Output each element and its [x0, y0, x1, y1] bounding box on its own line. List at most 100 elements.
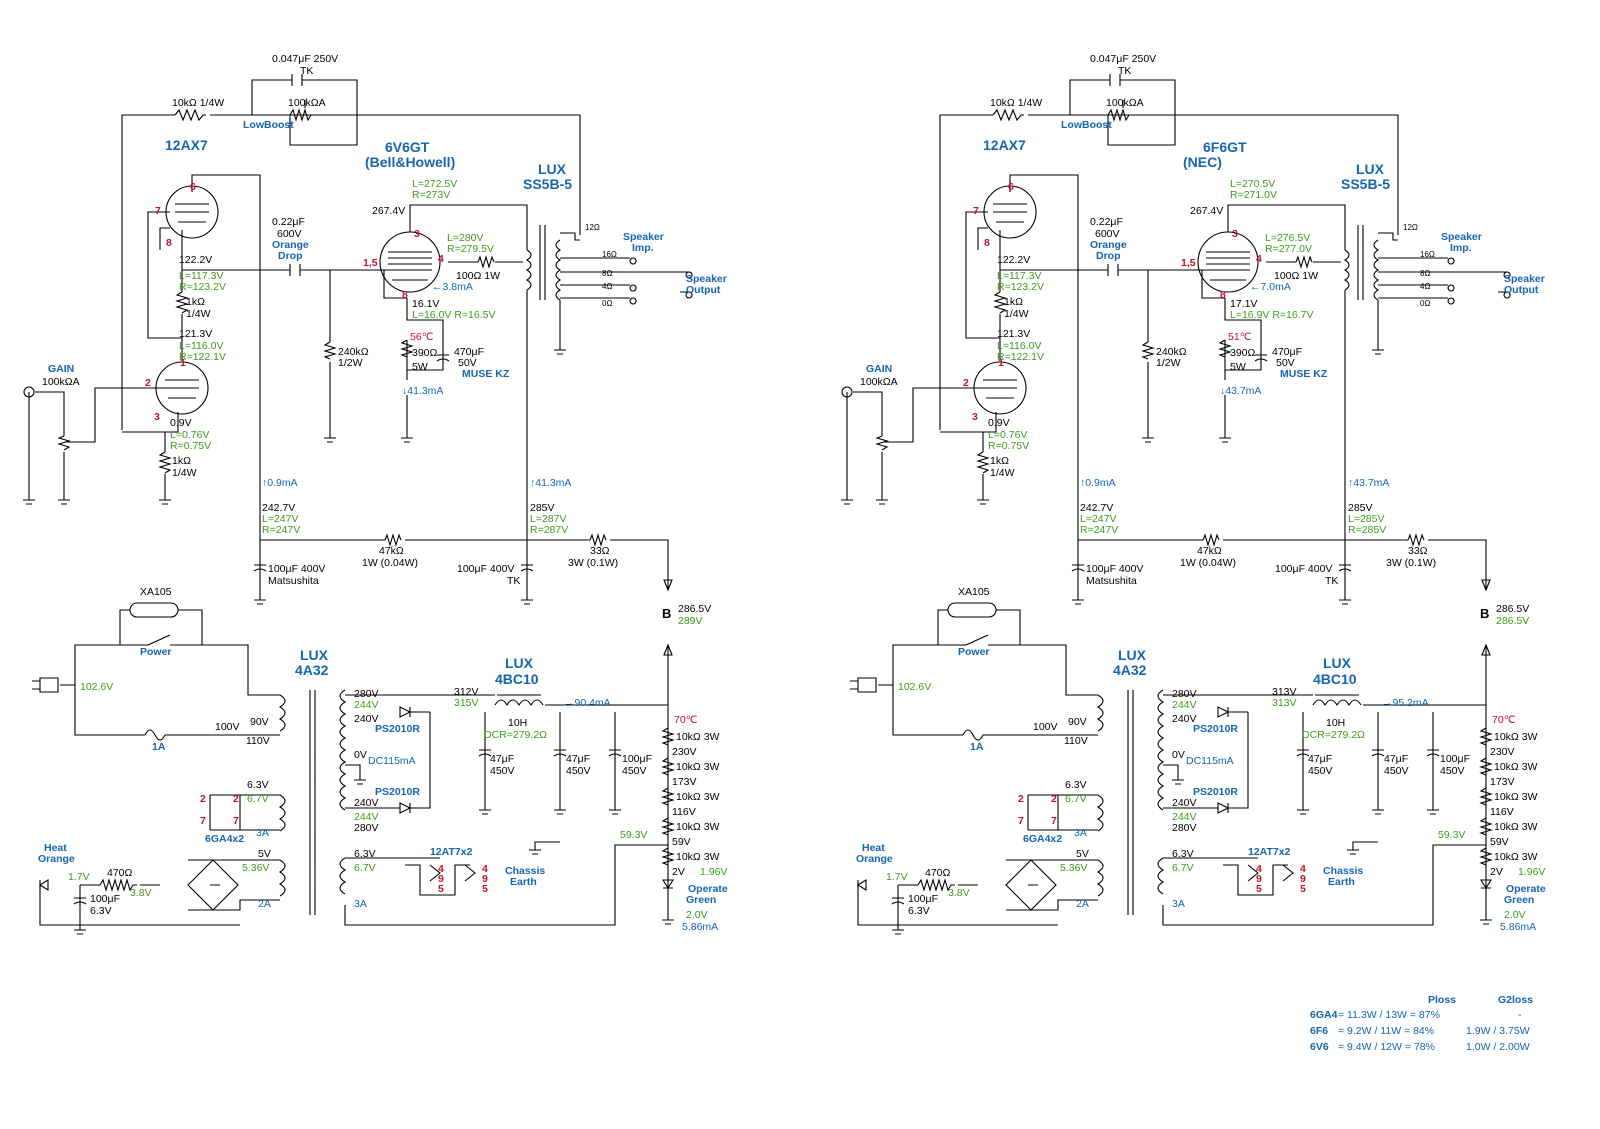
- filter-cap-e: [608, 749, 622, 757]
- preamp-tube-label: 12AX7: [165, 137, 208, 153]
- loss-row-tube-1: 6F6: [1310, 1025, 1328, 1037]
- cap-100b-brand: TK: [507, 575, 520, 587]
- choke-model: 4BC10: [1313, 671, 1357, 687]
- bleeder-tap-116: 116V: [672, 806, 696, 818]
- schematic-right: 0.047μF 250V TK 10kΩ 1/4W 100kΩA LowBoos…: [841, 53, 1546, 935]
- cathode-current: ↓41.3mA: [402, 385, 443, 397]
- rect-voltage: 313V: [1272, 686, 1297, 698]
- heater-pin2b: 2: [233, 793, 239, 805]
- bleeder-tap-2: 2V: [1490, 866, 1503, 878]
- speaker-jacks: [629, 257, 693, 305]
- coupling-cap-label: 0.22μF: [1090, 216, 1123, 228]
- cathode-res-v2-label: 1kΩ: [172, 455, 191, 467]
- heater-cap-label: 100μF: [908, 893, 938, 905]
- coupling-cap-brand1: Orange: [1090, 239, 1127, 251]
- b1-L: L=285V: [1348, 513, 1385, 525]
- output-tube-brand: (NEC): [1183, 154, 1222, 170]
- coupling-cap-label: 0.22μF: [272, 216, 305, 228]
- cathode-voltage: 17.1V: [1230, 298, 1257, 310]
- res-33-watt: 3W (0.1W): [568, 557, 618, 569]
- led-heat-voltage: 1.7V: [886, 871, 908, 883]
- coupling-cap-brand1: Orange: [272, 239, 309, 251]
- neon-label: XA105: [140, 586, 172, 598]
- output-tube: [1197, 231, 1259, 293]
- loss-table: Ploss G2loss 6GA4 = 11.3W / 13W = 87% - …: [1310, 994, 1533, 1053]
- cathode-voltage-LR: L=16.0V R=16.5V: [412, 309, 495, 321]
- components: [23, 74, 693, 935]
- heater-pin7b: 7: [1051, 815, 1057, 827]
- bleeder-temp: 70℃: [1492, 714, 1516, 726]
- b-voltage-meas: 289V: [678, 615, 703, 627]
- temp-label: 56℃: [410, 331, 434, 343]
- wires: [853, 79, 1508, 930]
- heater2-current: 3A: [1172, 898, 1185, 910]
- plate-voltage-L: L=272.5V: [412, 178, 457, 190]
- preamp-tube-v2: [155, 361, 209, 415]
- tap-16: 16Ω: [602, 250, 617, 259]
- aux-current: 2A: [258, 898, 271, 910]
- cathode-resistor-v2: [976, 451, 990, 474]
- chassis-label: Chassis: [505, 865, 545, 877]
- filter-cap-d: [553, 749, 567, 757]
- lowboost-pot: [289, 100, 312, 122]
- pt-hv-280b: 280V: [354, 822, 379, 834]
- cap-47b-voltage: 450V: [1384, 765, 1409, 777]
- res-470: [917, 878, 955, 892]
- filter-cap-a: [1071, 564, 1085, 572]
- filter-cap-a: [253, 564, 267, 572]
- pt-model: 4A32: [295, 662, 329, 678]
- loss-row-ploss-2: = 9.4W / 12W = 78%: [1338, 1041, 1435, 1053]
- mid-resistor: [993, 291, 1007, 314]
- filter-cap-b: [1338, 564, 1352, 572]
- twin-triode-heaters: [1247, 864, 1294, 882]
- ground-symbols: [841, 349, 1492, 935]
- cathode-resistor-out: [1218, 339, 1232, 358]
- gain-label: GAIN: [866, 363, 892, 375]
- power-switch: [147, 634, 171, 646]
- choke-h: 10H: [1326, 717, 1345, 729]
- b2-R: R=247V: [262, 524, 300, 536]
- output-transformer-model: SS5B-5: [523, 176, 572, 192]
- res-47k-label: 47kΩ: [1197, 545, 1222, 557]
- coupling-cap: [1107, 264, 1119, 276]
- lowboost-label: LowBoost: [1061, 119, 1112, 131]
- res-33-watt: 3W (0.1W): [1386, 557, 1436, 569]
- chassis-label2: Earth: [1328, 876, 1355, 888]
- heater2-voltage-meas: 6.7V: [1172, 862, 1194, 874]
- v2-cathode-R: R=0.75V: [170, 440, 211, 452]
- cap-100c-label: 100μF: [1440, 753, 1470, 765]
- pt-hv-280b: 280V: [1172, 822, 1197, 834]
- v2-plate-L: L=116.0V: [997, 340, 1041, 352]
- heater-voltage: 6.3V: [247, 779, 269, 791]
- gain-pot: [57, 435, 72, 451]
- speaker-imp-label: Speaker: [623, 231, 664, 243]
- speaker-jacks: [1447, 257, 1511, 305]
- diode-top-label: PS2010R: [1193, 723, 1238, 735]
- aux-voltage: 5V: [1076, 848, 1089, 860]
- b2-L: L=247V: [1080, 513, 1117, 525]
- cathode-resistor-watt: 5W: [1230, 361, 1246, 373]
- power-label: Power: [140, 646, 172, 658]
- twin-pin5a: 5: [1256, 883, 1262, 895]
- plate-voltage: 267.4V: [1190, 205, 1223, 217]
- grid-resistor: [1141, 341, 1155, 360]
- bleeder-r3: 10kΩ 3W: [1494, 791, 1538, 803]
- plate-voltage: 267.4V: [372, 205, 405, 217]
- tap-0: 0Ω: [1420, 299, 1430, 308]
- input-jack: [23, 386, 35, 398]
- g2-resistor-label: 100Ω 1W: [456, 270, 500, 282]
- twin-pin9a: 9: [438, 873, 444, 885]
- cap-47a-voltage: 450V: [1308, 765, 1333, 777]
- amplifier-schematic: 0.047μF 250V TK 10kΩ 1/4W 100kΩA LowBoos…: [841, 53, 1546, 935]
- bridge-rectifier: [1005, 859, 1057, 911]
- loss-header-g2loss: G2loss: [1498, 994, 1533, 1006]
- loss-row-ploss-0: = 11.3W / 13W = 87%: [1338, 1009, 1440, 1021]
- pt-hv-240b: 240V: [354, 797, 379, 809]
- tap-8: 8Ω: [602, 269, 612, 278]
- pt-brand: LUX: [300, 647, 329, 663]
- b2-L: L=247V: [262, 513, 299, 525]
- led-meas: 1.96V: [1518, 866, 1545, 878]
- cathode-cap-brand: MUSE KZ: [462, 368, 510, 380]
- twin-pin4a: 4: [1256, 863, 1262, 875]
- bleeder-r5: 10kΩ 3W: [676, 851, 720, 863]
